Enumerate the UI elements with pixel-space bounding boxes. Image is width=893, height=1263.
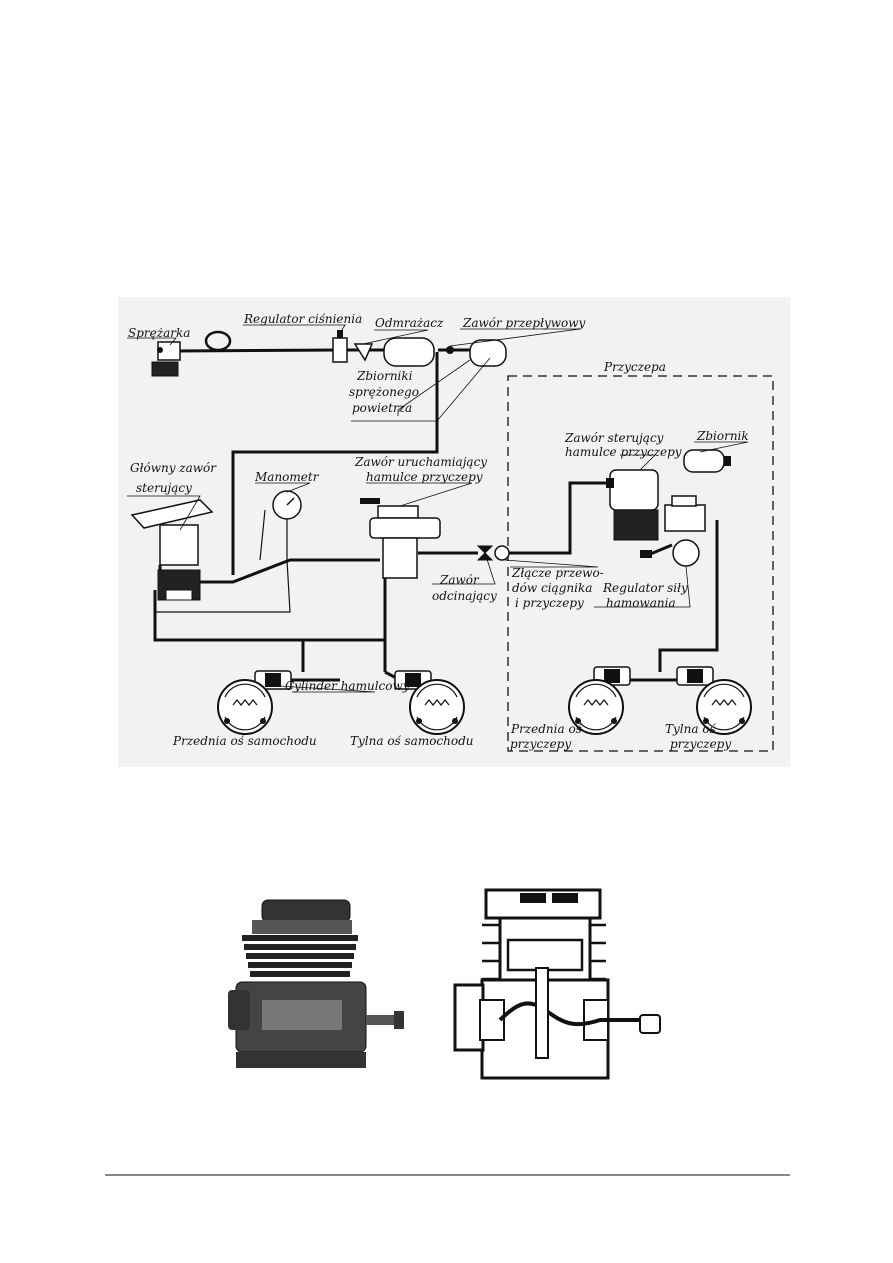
label-cutoff-valve-2: odcinający [432, 589, 497, 603]
label-pressure-regulator: Regulator ciśnienia [243, 312, 362, 326]
compressor-external-view [228, 899, 404, 1068]
label-coupling-3: i przyczepy [515, 596, 584, 610]
label-rear-axle-trailer-1: Tylna oś [665, 722, 717, 736]
label-overflow-valve: Zawór przepływowy [462, 316, 586, 330]
compressor-icon [151, 341, 181, 377]
label-trailer-control-valve-1: Zawór sterujący [564, 431, 664, 445]
label-front-axle-vehicle: Przednia oś samochodu [172, 734, 317, 748]
label-coupling-1: Złącze przewo- [511, 566, 604, 580]
label-front-axle-trailer-1: Przednia oś [510, 722, 583, 736]
manometer-icon [155, 490, 302, 613]
label-compressor: Sprężarka [128, 326, 190, 340]
trailer-boundary [507, 375, 774, 752]
trailer-actuating-valve-icon [360, 498, 441, 579]
label-coupling-2: dów ciągnika [512, 581, 592, 595]
label-defroster: Odmrażacz [375, 316, 444, 330]
pressure-regulator-icon [332, 330, 348, 363]
front-vehicle-wheel-icon [217, 679, 273, 735]
label-manometer: Manometr [254, 470, 320, 484]
trailer-brake-line [658, 520, 719, 672]
coupling-icon [494, 545, 510, 561]
air-reservoirs-icon [383, 337, 507, 367]
compressor-cross-section [453, 888, 661, 1080]
brake-system-diagram: Sprężarka Regulator ciśnienia Odmrażacz … [118, 297, 790, 767]
trailer-tank-icon [683, 449, 731, 473]
label-reservoirs-3: powietrza [352, 401, 412, 415]
label-reservoirs-2: sprężonego [349, 385, 419, 399]
label-trailer-actuating-valve-1: Zawór uruchamiający [354, 455, 487, 469]
rear-trailer-brake-cylinder-icon [676, 666, 714, 686]
label-trailer-actuating-valve-2: hamulce przyczepy [366, 470, 483, 484]
trailer-supply-line [418, 481, 610, 555]
leader-lines [127, 324, 749, 693]
label-cutoff-valve-1: Zawór [439, 573, 480, 587]
label-rear-axle-trailer-2: przyczepy [670, 737, 731, 751]
label-braking-force-regulator-1: Regulator siły [602, 581, 688, 595]
trailer-control-valve-icon [606, 469, 659, 541]
cooling-fins [242, 935, 358, 977]
label-trailer-control-valve-2: hamulce przyczepy [565, 445, 682, 459]
label-braking-force-regulator-2: hamowania [606, 596, 676, 610]
main-control-valve-icon [130, 499, 214, 601]
reservoir-riser [231, 352, 439, 575]
cooling-coil-icon [204, 330, 232, 352]
label-front-axle-trailer-2: przyczepy [510, 737, 571, 751]
label-trailer: Przyczepa [603, 360, 666, 374]
rear-vehicle-wheel-icon [409, 679, 465, 735]
label-main-control-valve-1: Główny zawór [130, 461, 217, 475]
label-rear-axle-vehicle: Tylna oś samochodu [350, 734, 474, 748]
label-reservoirs-1: Zbiorniki [356, 369, 413, 383]
label-brake-cylinder: Cylinder hamulcowy [285, 679, 410, 693]
label-tank: Zbiornik [696, 429, 749, 443]
label-main-control-valve-2: sterujący [136, 481, 192, 495]
